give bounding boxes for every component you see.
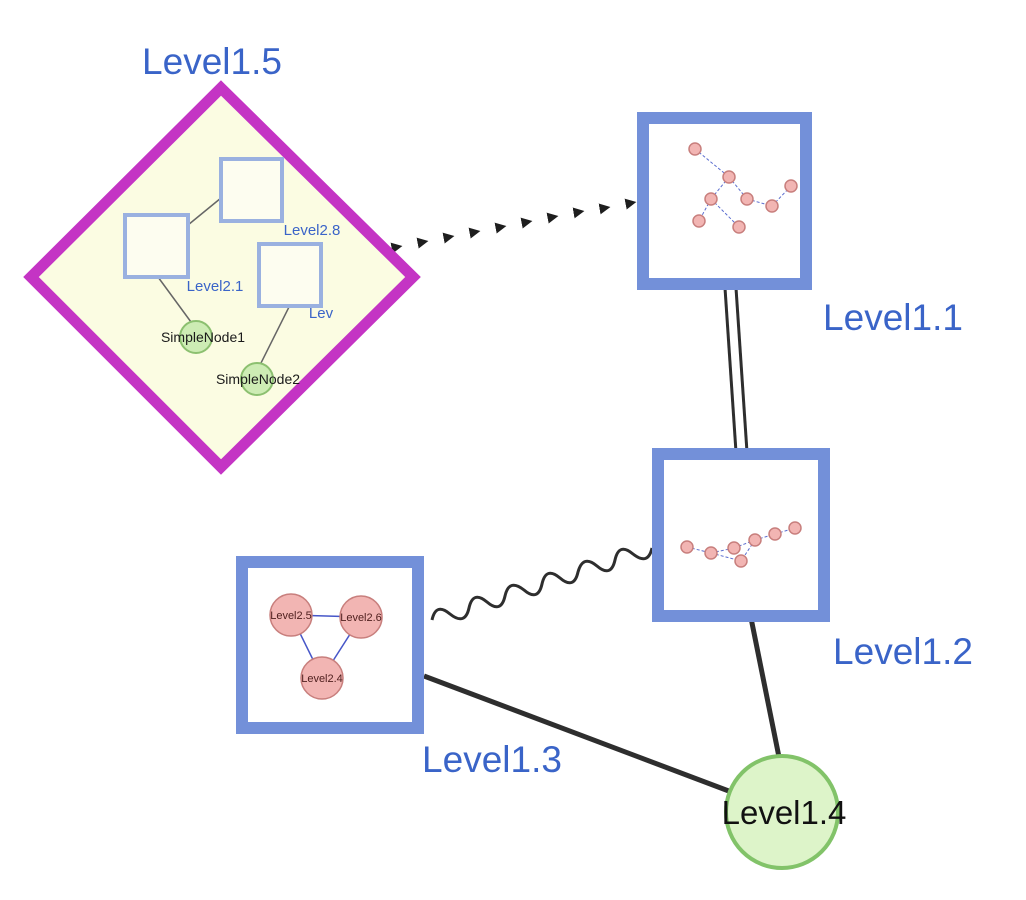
node-level1-1-box[interactable] bbox=[637, 112, 812, 290]
level1-edges bbox=[390, 198, 783, 799]
mini-node[interactable] bbox=[704, 192, 718, 206]
edge-level1-2-to-level1-4[interactable] bbox=[748, 617, 783, 763]
child-node-level2-1-label: Level2.1 bbox=[187, 278, 244, 295]
edge-level1-3-to-level1-4[interactable] bbox=[423, 673, 743, 799]
mini-node[interactable] bbox=[680, 540, 694, 554]
mini-edge bbox=[733, 539, 756, 549]
child-node-level2-6-label: Level2.6 bbox=[340, 612, 382, 624]
inner-edge-l28-l21 bbox=[187, 197, 222, 226]
node-level1-2-label: Level1.2 bbox=[833, 631, 973, 672]
mini-node[interactable] bbox=[784, 179, 798, 193]
node-level1-2: Level1.2 bbox=[652, 448, 973, 672]
child-node-level2-8[interactable] bbox=[219, 157, 284, 223]
node-level1-1-label: Level1.1 bbox=[823, 297, 963, 338]
inner-edge-lev-sn2 bbox=[260, 306, 290, 364]
node-level1-4-circle[interactable] bbox=[724, 754, 840, 870]
mini-node[interactable] bbox=[688, 142, 702, 156]
child-node-level2-5-label: Level2.5 bbox=[270, 610, 312, 622]
mini-edge bbox=[710, 547, 735, 554]
simple-node-2-label: SimpleNode2 bbox=[216, 371, 300, 387]
mini-node[interactable] bbox=[740, 192, 754, 206]
edge-level1-1-to-level1-2-double[interactable] bbox=[723, 287, 749, 453]
group-node-level1-5: Level1.5 Level2.8 Level2.1 Lev SimpleNod… bbox=[23, 41, 421, 475]
node-level1-3: Level2.5 Level2.6 Level2.4 Level1.3 bbox=[236, 556, 562, 780]
mini-node[interactable] bbox=[727, 541, 741, 555]
node-level1-3-minigraph: Level2.5 Level2.6 Level2.4 bbox=[269, 593, 383, 700]
simple-node-1[interactable] bbox=[179, 320, 213, 354]
mini-node[interactable] bbox=[765, 199, 779, 213]
double-edge-line-2 bbox=[734, 287, 749, 453]
node-level1-1: Level1.1 bbox=[637, 112, 963, 338]
mini-node[interactable] bbox=[788, 521, 802, 535]
child-node-level2-4-label: Level2.4 bbox=[301, 673, 343, 685]
child-node-lev-label: Lev bbox=[309, 305, 334, 322]
double-edge-line-1 bbox=[723, 287, 738, 453]
mini-node[interactable] bbox=[768, 527, 782, 541]
mini-edge bbox=[694, 148, 730, 178]
group-node-label: Level1.5 bbox=[142, 41, 282, 82]
child-node-level2-1[interactable] bbox=[123, 213, 190, 279]
group-node-diamond[interactable] bbox=[23, 80, 421, 475]
node-level1-2-box[interactable] bbox=[652, 448, 830, 622]
node-level1-2-minigraph bbox=[680, 521, 802, 568]
mini-node[interactable] bbox=[748, 533, 762, 547]
node-level1-4-label: Level1.4 bbox=[722, 794, 847, 831]
child-node-level2-8-label: Level2.8 bbox=[284, 222, 341, 239]
child-node-level2-4[interactable] bbox=[300, 656, 344, 700]
simple-node-2[interactable] bbox=[240, 362, 274, 396]
node-level1-3-box[interactable] bbox=[236, 556, 424, 734]
mini-node[interactable] bbox=[692, 214, 706, 228]
mini-node[interactable] bbox=[704, 546, 718, 560]
child-node-level2-5[interactable] bbox=[269, 593, 313, 637]
node-level1-4: Level1.4 bbox=[722, 754, 847, 870]
mini-node[interactable] bbox=[732, 220, 746, 234]
mini-node[interactable] bbox=[722, 170, 736, 184]
child-node-level2-6[interactable] bbox=[339, 595, 383, 639]
edge-level1-3-to-level1-2-wavy[interactable] bbox=[430, 547, 654, 621]
node-level1-1-minigraph bbox=[688, 142, 798, 234]
inner-edge-l21-sn1 bbox=[157, 276, 192, 323]
simple-node-1-label: SimpleNode1 bbox=[161, 329, 245, 345]
edge-level1-5-to-level1-1-arrow[interactable] bbox=[390, 198, 637, 254]
mini-node[interactable] bbox=[734, 554, 748, 568]
child-node-lev[interactable] bbox=[257, 242, 323, 308]
node-level1-3-label: Level1.3 bbox=[422, 739, 562, 780]
